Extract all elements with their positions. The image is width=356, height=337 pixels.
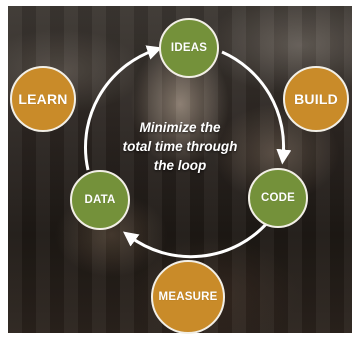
arrow-data-to-ideas xyxy=(84,45,163,171)
loop-caption: Minimize the total time through the loop xyxy=(100,118,260,175)
node-build: BUILD xyxy=(283,66,349,132)
node-measure: MEASURE xyxy=(151,260,225,334)
node-learn-label: LEARN xyxy=(18,91,68,107)
node-ideas-label: IDEAS xyxy=(170,42,208,54)
caption-line-3: the loop xyxy=(153,158,207,173)
node-data: DATA xyxy=(70,170,130,230)
node-build-label: BUILD xyxy=(294,91,338,107)
caption-line-1: Minimize the xyxy=(139,120,221,135)
node-measure-label: MEASURE xyxy=(158,291,218,303)
node-learn: LEARN xyxy=(10,66,76,132)
caption-line-2: total time through xyxy=(122,139,238,154)
arrow-code-to-data xyxy=(123,221,270,259)
node-ideas: IDEAS xyxy=(159,18,219,78)
node-code-label: CODE xyxy=(260,192,296,204)
arrow-ideas-to-code xyxy=(221,50,292,165)
node-data-label: DATA xyxy=(84,194,116,206)
node-code: CODE xyxy=(248,168,308,228)
